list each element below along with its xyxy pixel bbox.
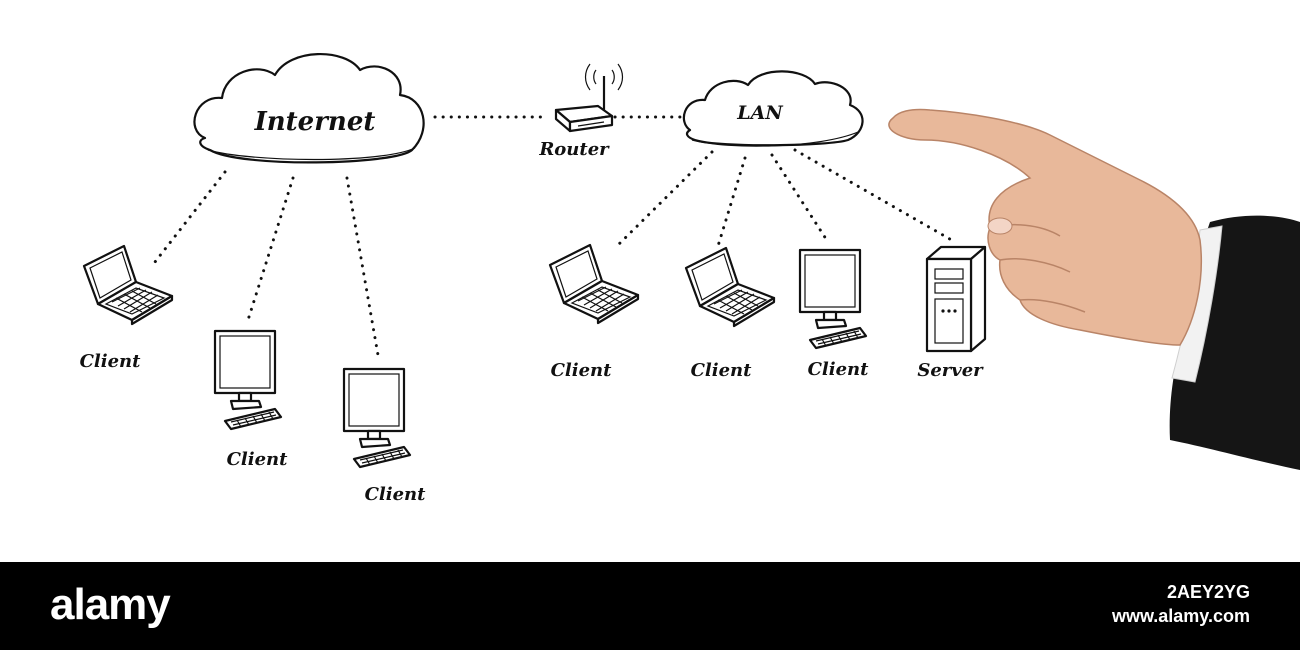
- link-lan-server: [793, 148, 957, 244]
- connection-lines: [153, 115, 957, 357]
- desktop-computer-icon: [213, 329, 283, 431]
- client-label: Client: [691, 360, 753, 381]
- desktop-computer-icon: [342, 367, 412, 469]
- internet-client-3: Client: [342, 367, 427, 505]
- link-lan-client-2: [716, 156, 747, 248]
- link-lan-client-1: [613, 150, 714, 250]
- router-label: Router: [538, 139, 610, 160]
- lan-client-3: Client: [798, 248, 870, 380]
- hand: [888, 108, 1203, 346]
- brand-logo: alamy: [50, 580, 171, 629]
- link-internet-client-2: [246, 176, 295, 322]
- server-label: Server: [917, 360, 984, 381]
- image-id: 2AEY2YG: [1166, 582, 1250, 602]
- router: Router: [538, 63, 624, 160]
- link-internet-client-1: [153, 170, 227, 264]
- laptop-icon: [82, 244, 174, 326]
- client-label: Client: [551, 360, 613, 381]
- internet-client-1: Client: [80, 244, 174, 372]
- network-diagram: Internet Router LAN: [80, 53, 1300, 505]
- laptop-icon: [548, 243, 640, 325]
- server-icon: [925, 245, 987, 353]
- lan-server: Server: [917, 245, 987, 381]
- internet-cloud: Internet: [193, 53, 425, 164]
- site-url: www.alamy.com: [1111, 606, 1250, 626]
- cloud-icon: [682, 70, 864, 147]
- desktop-computer-icon: [798, 248, 868, 350]
- lan-label: LAN: [736, 102, 783, 124]
- internet-label: Internet: [254, 107, 376, 137]
- link-internet-client-3: [345, 176, 380, 357]
- laptop-icon: [684, 246, 776, 328]
- router-icon: [554, 63, 624, 133]
- client-label: Client: [808, 359, 870, 380]
- cloud-icon: [193, 53, 425, 164]
- link-lan-client-3: [770, 153, 830, 244]
- pointing-hand: [888, 108, 1300, 470]
- lan-client-2: Client: [684, 246, 776, 381]
- lan-client-1: Client: [548, 243, 640, 381]
- client-label: Client: [80, 351, 142, 372]
- internet-client-2: Client: [213, 329, 289, 470]
- lan-cloud: LAN: [682, 70, 864, 147]
- client-label: Client: [365, 484, 427, 505]
- footer-bar: alamy 2AEY2YG www.alamy.com: [0, 562, 1300, 650]
- client-label: Client: [227, 449, 289, 470]
